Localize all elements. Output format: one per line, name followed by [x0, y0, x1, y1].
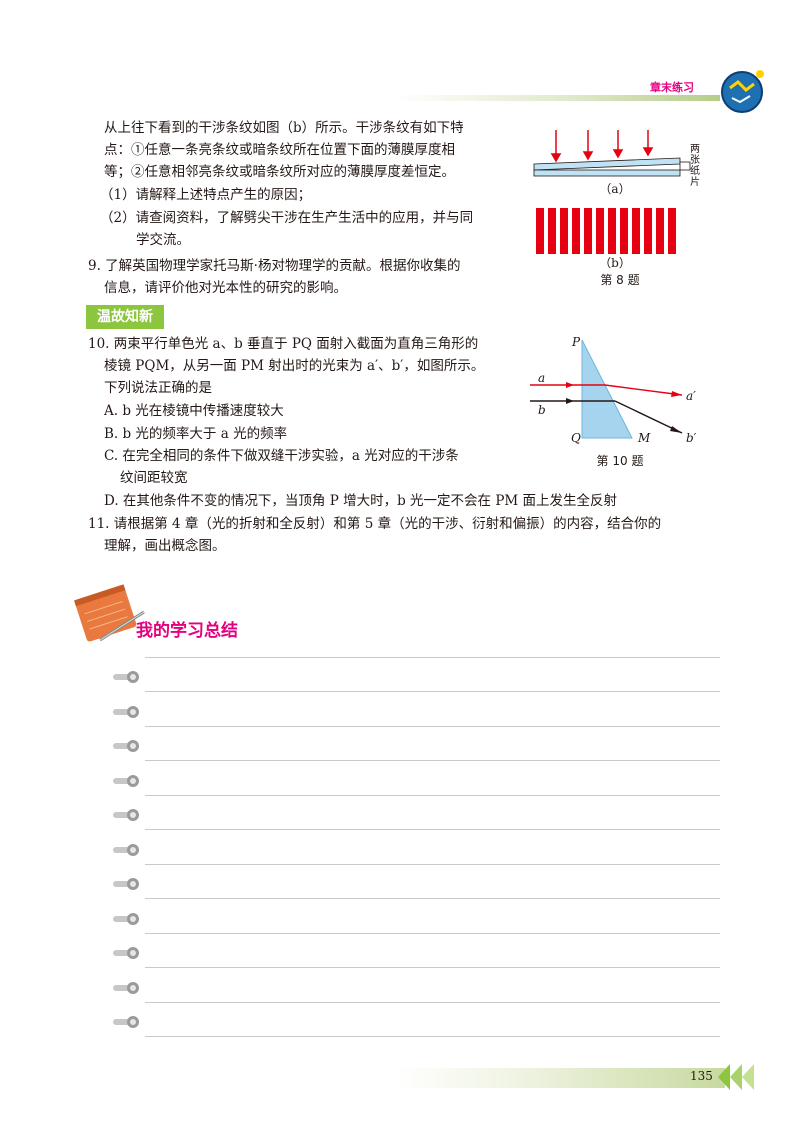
- q10-option-c-2: 纹间距较宽: [120, 470, 188, 486]
- summary-rule: [145, 760, 720, 761]
- fig8-paper-label: 两张纸片: [690, 144, 700, 188]
- summary-rule: [145, 691, 720, 692]
- fig10-caption: 第 10 题: [596, 454, 644, 468]
- page-number: 135: [690, 1069, 713, 1083]
- q10-option-b: B. b 光的频率大于 a 光的频率: [104, 426, 288, 442]
- fig10-label-b-prime: b′: [686, 431, 697, 445]
- q8-sub-2b: 学交流。: [136, 232, 190, 248]
- q8-sub-1: （1）请解释上述特点产生的原因；: [100, 187, 312, 203]
- q9-line-2: 信息，请评价他对光本性的研究的影响。: [104, 280, 347, 296]
- figure-8-diagram: [533, 130, 691, 254]
- summary-rule: [145, 829, 720, 830]
- footer-bar: [395, 1068, 725, 1088]
- q8-line-1: 从上往下看到的干涉条纹如图（b）所示。干涉条纹有如下特: [104, 120, 464, 136]
- fig8-a-label: （a）: [599, 182, 631, 196]
- ring-bullet-icon: [113, 878, 139, 890]
- fig8-caption: 第 8 题: [600, 273, 640, 287]
- ring-bullet-icon: [113, 775, 139, 787]
- q8-sub-2a: （2）请查阅资料，了解劈尖干涉在生产生活中的应用，并与同: [100, 210, 474, 226]
- fig10-label-q: Q: [571, 431, 581, 445]
- header-chapter-label: 章末练习: [650, 81, 694, 94]
- summary-rule: [145, 726, 720, 727]
- fig10-label-a: a: [538, 371, 546, 385]
- q10-option-d: D. 在其他条件不变的情况下，当顶角 P 增大时，b 光一定不会在 PM 面上发…: [104, 493, 618, 509]
- summary-title: 我的学习总结: [136, 621, 238, 641]
- q10-line-3: 下列说法正确的是: [104, 380, 212, 396]
- ring-bullet-icon: [113, 809, 139, 821]
- ring-bullet-icon: [113, 1016, 139, 1028]
- figure-8: 两张纸片 （a） （b） 第 8 题: [530, 130, 700, 290]
- q10-line-2: 棱镜 PQM，从另一面 PM 射出时的光束为 a′、b′，如图所示。: [104, 358, 485, 374]
- ring-bullet-icon: [113, 947, 139, 959]
- q8-line-3: 等；②任意相邻亮条纹或暗条纹所对应的薄膜厚度差恒定。: [104, 164, 455, 180]
- ring-bullet-icon: [113, 844, 139, 856]
- fig10-label-a-prime: a′: [686, 389, 696, 403]
- header-rule: [0, 95, 720, 101]
- summary-rule: [145, 1036, 720, 1037]
- summary-rule: [145, 864, 720, 865]
- summary-rule: [145, 967, 720, 968]
- summary-rule: [145, 657, 720, 658]
- ring-bullet-icon: [113, 913, 139, 925]
- q10-option-c-1: C. 在完全相同的条件下做双缝干涉实验，a 光对应的干涉条: [104, 448, 459, 464]
- q10-option-a: A. b 光在棱镜中传播速度较大: [104, 403, 284, 419]
- fig10-label-m: M: [638, 431, 651, 445]
- summary-rule: [145, 933, 720, 934]
- q11-line-1: 11. 请根据第 4 章（光的折射和全反射）和第 5 章（光的干涉、衍射和偏振）…: [88, 516, 662, 532]
- q11-line-2: 理解，画出概念图。: [104, 538, 226, 554]
- fig8-b-label: （b）: [599, 256, 631, 270]
- q9-line-1: 9. 了解英国物理学家托马斯·杨对物理学的贡献。根据你收集的: [88, 258, 461, 274]
- header-globe-icon: [721, 70, 764, 113]
- ring-bullet-icon: [113, 671, 139, 683]
- section-tag-review: 温故知新: [86, 305, 164, 329]
- fig10-label-p: P: [572, 335, 581, 349]
- ring-bullet-icon: [113, 706, 139, 718]
- q8-line-2: 点：①任意一条亮条纹或暗条纹所在位置下面的薄膜厚度相: [104, 142, 455, 158]
- ring-bullet-icon: [113, 740, 139, 752]
- figure-10: P Q M a b a′ b′ 第 10 题: [530, 335, 710, 470]
- ring-bullet-icon: [113, 982, 139, 994]
- summary-rule: [145, 795, 720, 796]
- summary-rule: [145, 1002, 720, 1003]
- summary-rule: [145, 898, 720, 899]
- notebook-pen-icon: [74, 584, 145, 642]
- q10-line-1: 10. 两束平行单色光 a、b 垂直于 PQ 面射入截面为直角三角形的: [88, 336, 479, 352]
- figure-10-diagram: [530, 339, 683, 439]
- fig10-label-b: b: [538, 403, 546, 417]
- chevron-left-icon: [718, 1064, 754, 1090]
